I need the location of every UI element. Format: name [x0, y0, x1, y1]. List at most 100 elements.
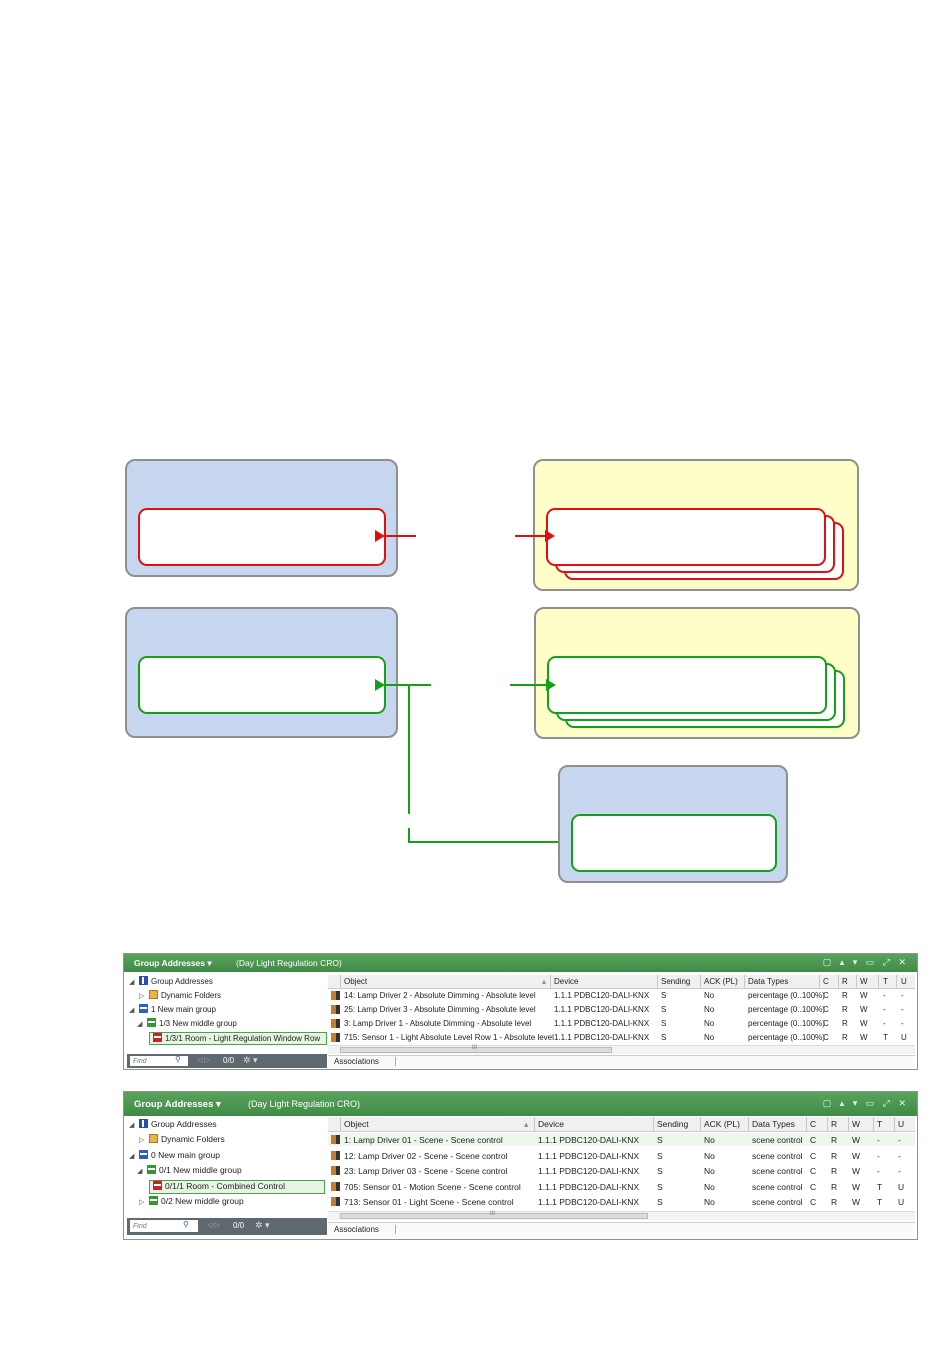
tree-item-main-group[interactable]: ◢1 New main group [129, 1004, 216, 1014]
group-addresses-icon [139, 976, 148, 985]
col-device[interactable]: Device [538, 1119, 564, 1129]
table-cell: scene control [752, 1150, 803, 1161]
table-cell: R [842, 1005, 848, 1014]
chevron-down-icon[interactable]: ▾ [207, 958, 212, 968]
table-row[interactable]: 23: Lamp Driver 03 - Scene - Scene contr… [328, 1164, 915, 1177]
col-t[interactable]: T [883, 977, 888, 986]
horizontal-scrollbar[interactable]: III [328, 1211, 915, 1220]
tree-item-dynamic-folders[interactable]: ▷Dynamic Folders [139, 990, 222, 1000]
table-cell: 25: Lamp Driver 3 - Absolute Dimming - A… [344, 1005, 536, 1014]
table-row[interactable]: 25: Lamp Driver 3 - Absolute Dimming - A… [328, 1003, 915, 1016]
table-cell: percentage (0..100%) [748, 991, 825, 1000]
tree-item-group-addresses[interactable]: ◢Group Addresses [129, 976, 213, 986]
tab-associations[interactable]: Associations [331, 1057, 396, 1066]
col-object[interactable]: Object [344, 1119, 369, 1129]
table-cell: - [898, 1166, 901, 1176]
panel-subtitle: (Day Light Regulation CRO) [236, 958, 342, 968]
source-object-red [138, 508, 386, 566]
col-r[interactable]: R [842, 977, 848, 986]
tab-associations[interactable]: Associations [331, 1225, 396, 1234]
table-row[interactable]: 3: Lamp Driver 1 - Absolute Dimming - Ab… [328, 1017, 915, 1030]
table-cell: - [877, 1166, 880, 1176]
table-cell: W [852, 1166, 861, 1176]
col-r[interactable]: R [831, 1119, 838, 1129]
target-devices-box-1 [533, 459, 859, 591]
table-cell: S [657, 1166, 663, 1176]
col-u[interactable]: U [898, 1119, 905, 1129]
table-cell: R [831, 1135, 838, 1145]
table-cell: U [898, 1181, 905, 1192]
table-cell: W [852, 1150, 861, 1161]
search-icon[interactable]: ⚲ [183, 1220, 189, 1229]
col-sending[interactable]: Sending [661, 977, 691, 986]
target-object-red-stack-1 [546, 508, 826, 566]
tree-item-middle-group[interactable]: ◢0/1 New middle group [137, 1165, 242, 1175]
table-cell: C [823, 991, 829, 1000]
table-row[interactable]: 705: Sensor 01 - Motion Scene - Scene co… [328, 1180, 915, 1193]
col-c[interactable]: C [810, 1119, 817, 1129]
group-object-icon [331, 1005, 340, 1014]
find-nav-arrows[interactable]: ◁ ▷ [197, 1057, 210, 1064]
table-cell: U [901, 1033, 907, 1042]
panel-title[interactable]: Group Addresses ▾ [134, 1099, 221, 1110]
grid-header: Object ▴ Device Sending ACK (PL) Data Ty… [328, 975, 915, 989]
table-cell: percentage (0..100%) [748, 1019, 825, 1028]
col-device[interactable]: Device [554, 977, 579, 986]
find-nav-arrows[interactable]: ◁ ▷ [207, 1222, 220, 1229]
scrollbar-thumb[interactable] [340, 1213, 648, 1219]
table-cell: No [704, 1033, 715, 1042]
col-c[interactable]: C [823, 977, 829, 986]
tree-item-dynamic-folders[interactable]: ▷Dynamic Folders [139, 1134, 225, 1144]
table-cell: U [898, 1197, 905, 1207]
col-sending[interactable]: Sending [657, 1119, 689, 1129]
table-row[interactable]: 1: Lamp Driver 01 - Scene - Scene contro… [328, 1133, 915, 1146]
col-ack[interactable]: ACK (PL) [704, 977, 738, 986]
table-cell: W [860, 1019, 868, 1028]
horizontal-scrollbar[interactable]: III [328, 1045, 915, 1054]
find-input[interactable] [130, 1056, 188, 1066]
gear-icon[interactable]: ✲ ▾ [255, 1220, 270, 1230]
panel-titlebar: Group Addresses ▾ (Day Light Regulation … [124, 1092, 917, 1116]
table-row[interactable]: 14: Lamp Driver 2 - Absolute Dimming - A… [328, 989, 915, 1002]
window-controls[interactable]: ▢ ▴ ▾ ▭ ⤢ ✕ [822, 1098, 909, 1108]
table-cell: - [901, 1005, 904, 1014]
gear-icon[interactable]: ✲ ▾ [243, 1055, 258, 1065]
table-row[interactable]: 12: Lamp Driver 02 - Scene - Scene contr… [328, 1149, 915, 1162]
find-input[interactable] [130, 1220, 198, 1232]
tree-item-group-address-selected[interactable]: 0/1/1 Room - Combined Control [149, 1180, 325, 1194]
col-w[interactable]: W [860, 977, 868, 986]
chevron-down-icon[interactable]: ▾ [216, 1099, 221, 1110]
table-cell: C [823, 1033, 829, 1042]
col-object[interactable]: Object [344, 977, 368, 986]
col-t[interactable]: T [877, 1119, 883, 1129]
col-data-types[interactable]: Data Types [752, 1119, 795, 1129]
group-tree: ◢Group Addresses ▷Dynamic Folders ◢0 New… [127, 1119, 327, 1215]
scrollbar-thumb[interactable] [340, 1047, 612, 1053]
col-w[interactable]: W [852, 1119, 861, 1129]
table-cell: W [860, 1033, 868, 1042]
table-cell: - [898, 1150, 901, 1161]
col-ack[interactable]: ACK (PL) [704, 1119, 740, 1129]
table-cell: No [704, 1197, 715, 1207]
tree-item-group-addresses[interactable]: ◢Group Addresses [129, 1119, 217, 1129]
window-controls[interactable]: ▢ ▴ ▾ ▭ ⤢ ✕ [822, 957, 909, 967]
table-cell: percentage (0..100%) [748, 1005, 825, 1014]
col-data-types[interactable]: Data Types [748, 977, 789, 986]
table-cell: No [704, 991, 715, 1000]
table-cell: C [810, 1135, 817, 1145]
green-arrow-out [375, 679, 385, 691]
tree-item-middle-group-2[interactable]: ▷0/2 New middle group [139, 1196, 244, 1206]
panel-title[interactable]: Group Addresses ▾ [134, 958, 212, 968]
table-cell: R [842, 1033, 848, 1042]
search-icon[interactable]: ⚲ [175, 1055, 181, 1064]
table-cell: R [831, 1181, 838, 1192]
table-cell: No [704, 1150, 715, 1161]
col-u[interactable]: U [901, 977, 907, 986]
table-row[interactable]: 715: Sensor 1 - Light Absolute Level Row… [328, 1031, 915, 1044]
tree-item-group-address-selected[interactable]: 1/3/1 Room - Light Regulation Window Row [149, 1032, 327, 1045]
table-cell: 1.1.1 PDBC120-DALI-KNX [538, 1181, 640, 1192]
tree-item-middle-group[interactable]: ◢1/3 New middle group [137, 1018, 237, 1028]
tree-item-main-group[interactable]: ◢0 New main group [129, 1150, 220, 1160]
table-cell: W [852, 1135, 861, 1145]
table-row[interactable]: 713: Sensor 01 - Light Scene - Scene con… [328, 1195, 915, 1208]
